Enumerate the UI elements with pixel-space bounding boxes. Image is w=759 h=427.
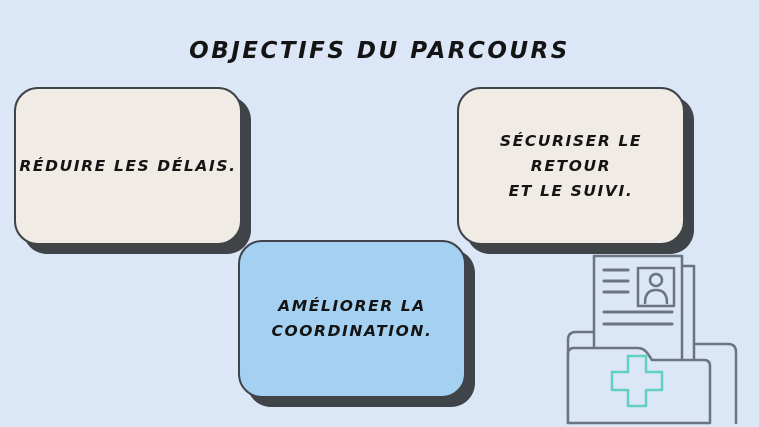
objective-label: SÉCURISER LE RETOUR ET LE SUIVI. — [499, 131, 643, 200]
photo-frame — [636, 266, 676, 308]
objective-card-improve-coordination: AMÉLIORER LA COORDINATION. — [238, 240, 466, 398]
folder-front — [566, 346, 712, 425]
objective-label: RÉDUIRE LES DÉLAIS. — [19, 156, 237, 175]
objective-card-secure-return: SÉCURISER LE RETOUR ET LE SUIVI. — [457, 87, 685, 245]
objective-card-reduce-delays: RÉDUIRE LES DÉLAIS. — [14, 87, 242, 245]
page-title: OBJECTIFS DU PARCOURS — [189, 38, 570, 64]
objective-label: AMÉLIORER LA COORDINATION. — [271, 297, 433, 340]
medical-cross-icon — [610, 354, 664, 408]
medical-folder-icon — [566, 254, 738, 425]
